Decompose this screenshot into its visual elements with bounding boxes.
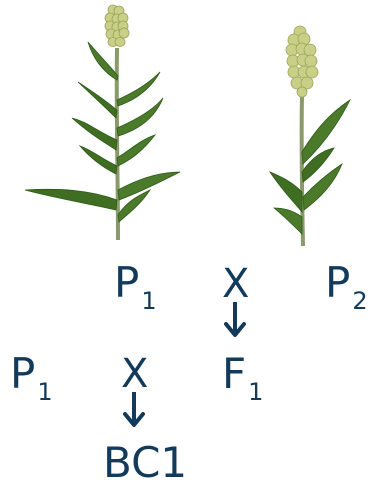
parent-p1-subscript: 1 (141, 287, 156, 315)
arrow-down-icon-to-bc1 (122, 390, 146, 430)
cross-symbol-2: X (121, 354, 148, 394)
arrow-down-icon-to-f1 (223, 300, 247, 340)
parent-p1-letter: P (114, 258, 139, 307)
panicle-p2 (286, 26, 318, 97)
parent-p2-label: P2 (325, 262, 368, 313)
plant-p1-illustration (0, 0, 190, 245)
backcross-p1-label: P1 (10, 353, 53, 404)
plant-p2-illustration (262, 22, 362, 248)
leaves-p2 (270, 100, 350, 234)
backcross-p1-subscript: 1 (37, 378, 52, 406)
cross-symbol-1: X (222, 264, 249, 304)
panicle-p1 (105, 5, 129, 47)
parent-p2-subscript: 2 (352, 287, 367, 315)
f1-label: F1 (222, 353, 263, 404)
backcross-p1-letter: P (10, 349, 35, 398)
parent-p2-letter: P (325, 258, 350, 307)
f1-letter: F (222, 349, 246, 398)
bc1-label: BC1 (103, 442, 187, 484)
leaves-p1 (25, 42, 180, 222)
f1-subscript: 1 (248, 378, 263, 406)
parent-p1-label: P1 (114, 262, 157, 313)
